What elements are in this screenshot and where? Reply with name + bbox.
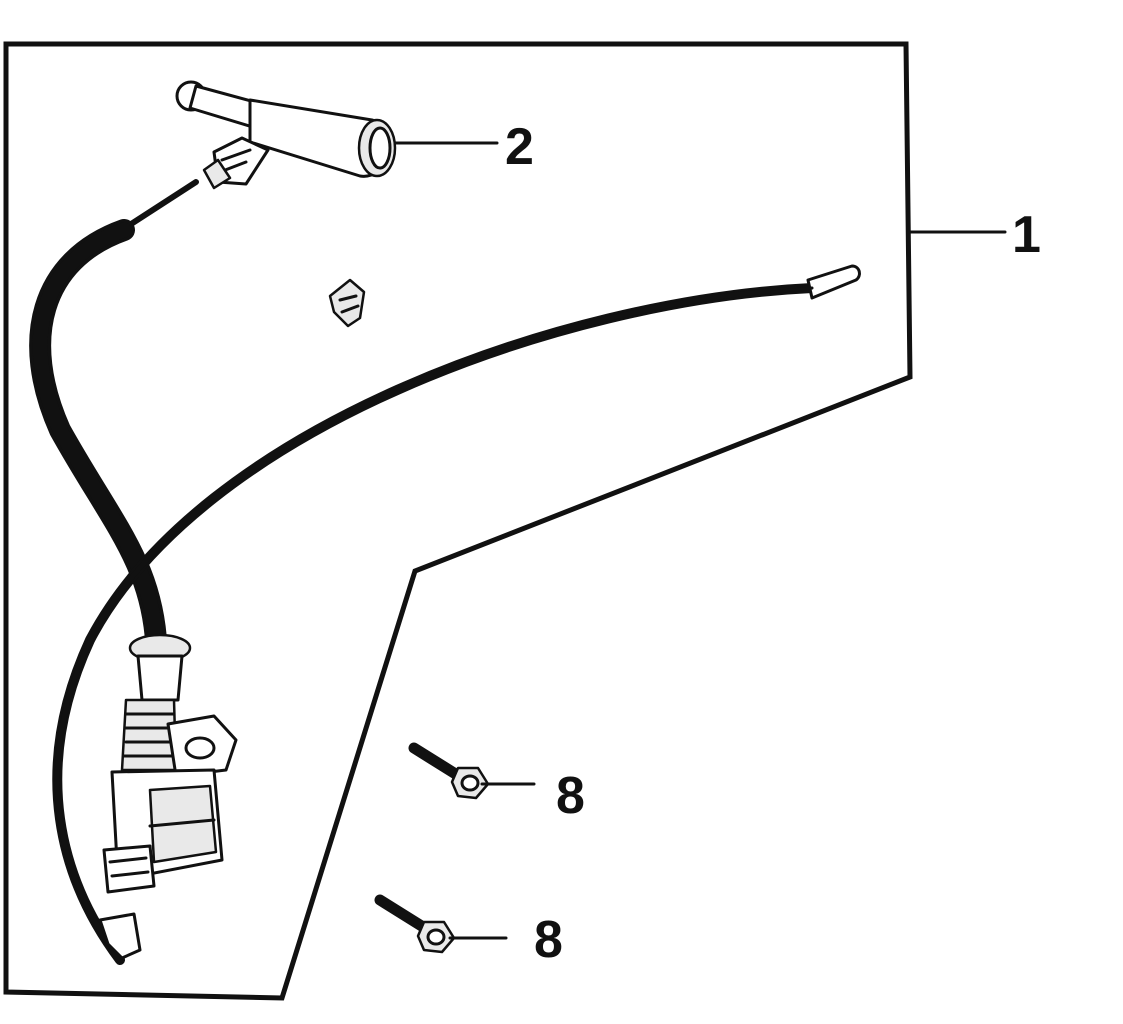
spark-plug-cap: [175, 80, 397, 190]
bolt-upper: [408, 742, 490, 800]
callout-1: 1: [1012, 206, 1041, 264]
callout-8-lower: 8: [534, 911, 563, 969]
callout-8-upper: 8: [556, 767, 585, 825]
primary-wire: [52, 264, 861, 965]
ignition-coil: [102, 633, 238, 894]
callout-2: 2: [505, 118, 534, 176]
high-tension-lead: [29, 179, 199, 651]
bolt-lower: [374, 894, 456, 954]
wire-clip: [328, 278, 366, 328]
assembly-outline: [3, 41, 913, 1001]
